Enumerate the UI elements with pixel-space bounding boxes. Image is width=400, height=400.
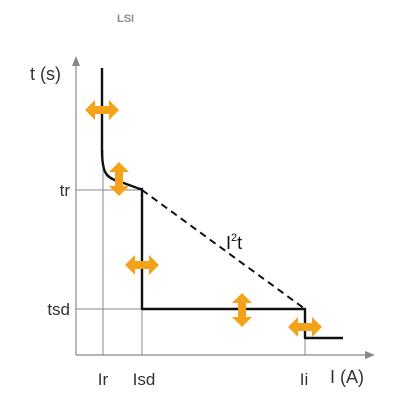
x-tick-isd: Isd xyxy=(133,370,156,389)
i2t-label-suffix: t xyxy=(237,233,242,253)
trip-curve xyxy=(100,68,343,340)
guide-lines xyxy=(76,150,306,355)
diagram-title: LSI xyxy=(117,13,134,25)
i2t-dashed-line xyxy=(141,189,306,310)
y-tick-tr: tr xyxy=(60,181,71,200)
x-axis-label: I (A) xyxy=(330,367,364,387)
y-axis-arrowhead xyxy=(72,56,80,66)
y-axis-label: t (s) xyxy=(30,64,61,84)
x-tick-ir: Ir xyxy=(98,370,109,389)
i2t-label: I2t xyxy=(226,232,242,253)
i2t-label-superscript: 2 xyxy=(231,232,237,244)
axes xyxy=(75,62,368,356)
i2t-label-base: I xyxy=(226,233,231,253)
y-tick-tsd: tsd xyxy=(47,300,70,319)
x-tick-ii: Ii xyxy=(300,370,309,389)
x-axis-arrowhead xyxy=(365,351,375,359)
